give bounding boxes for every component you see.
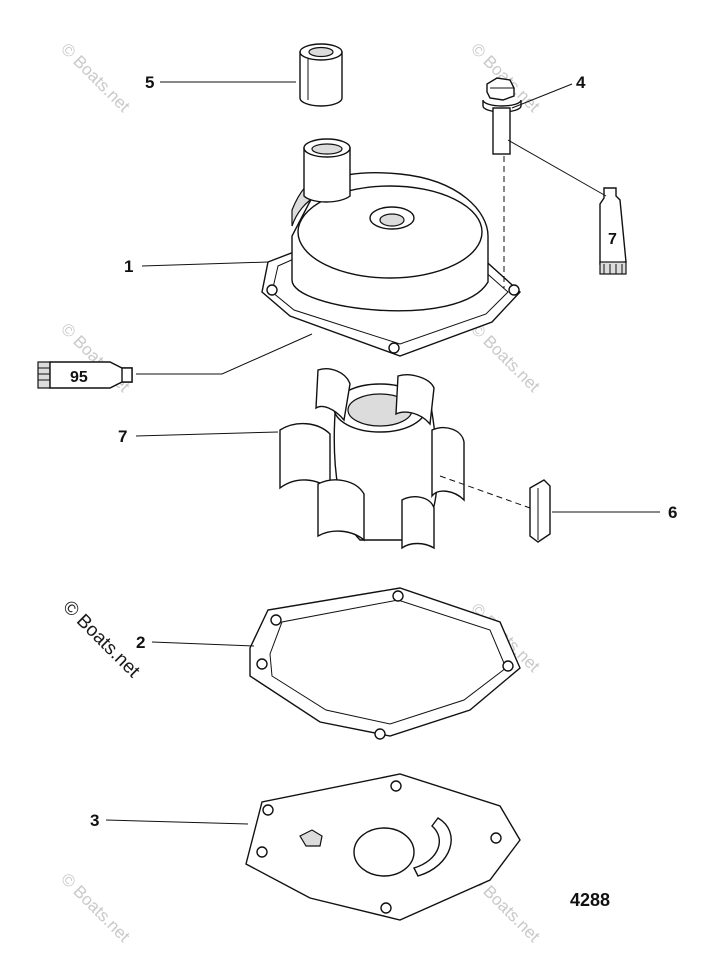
part-6-key	[529, 479, 551, 543]
watermark: © Boats.net	[467, 39, 544, 116]
grease-tube-label: 95	[70, 369, 88, 386]
callout-4: 4	[576, 73, 586, 92]
callouts: 5 4 1 7 6 2 3	[90, 73, 677, 830]
part-5-sleeve	[299, 43, 343, 107]
callout-5: 5	[145, 73, 154, 92]
watermark: © Boats.net	[57, 39, 134, 116]
watermark: © Boats.net	[467, 319, 544, 396]
callout-7: 7	[118, 427, 127, 446]
part-7-impeller	[279, 368, 465, 550]
callout-1: 1	[124, 257, 133, 276]
sealant-tube-7: 7	[599, 187, 627, 275]
part-1-pump-housing	[261, 138, 521, 357]
callout-6: 6	[668, 503, 677, 522]
callout-2: 2	[136, 633, 145, 652]
part-4-screw	[482, 77, 522, 155]
part-3-face-plate	[245, 773, 521, 921]
part-2-gasket	[249, 587, 521, 740]
sealant-tube-label: 7	[608, 231, 617, 248]
figure-number: 4288	[570, 890, 610, 910]
watermark: © Boats.net	[57, 869, 134, 946]
leader-lines	[105, 81, 660, 825]
watermark-dark: © Boats.net	[58, 597, 144, 683]
grease-tube-95: 95	[37, 361, 133, 389]
callout-3: 3	[90, 811, 99, 830]
